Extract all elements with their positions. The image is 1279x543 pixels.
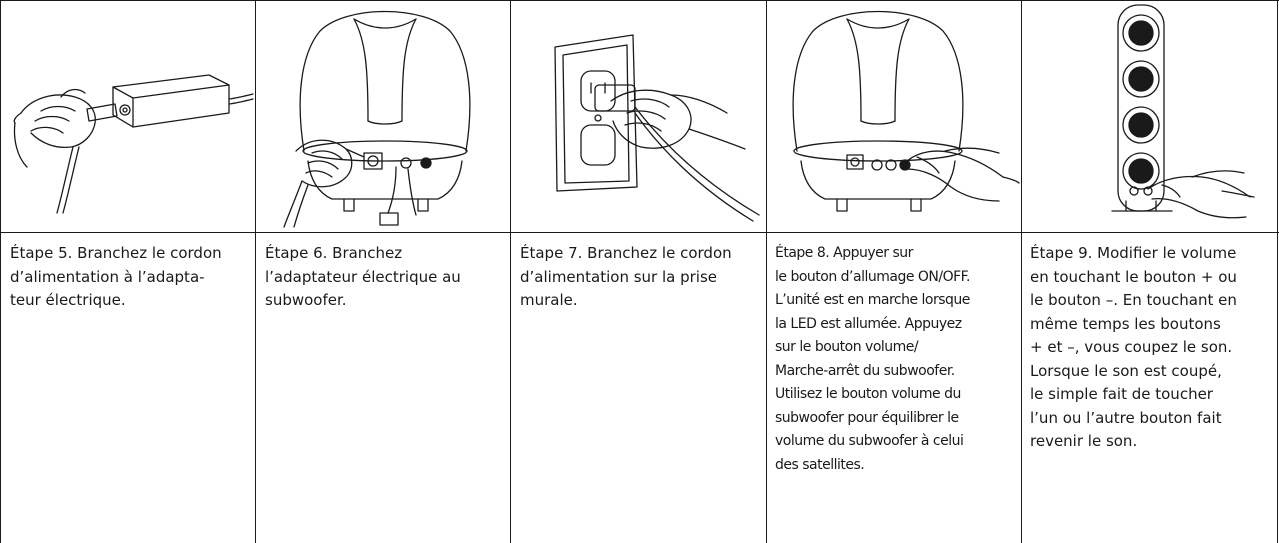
step-9-illustration xyxy=(1022,1,1277,232)
step-5-illustration xyxy=(1,1,255,232)
step-7-caption: Étape 7. Branchez le cordon d’alimentati… xyxy=(520,244,732,309)
step-6-caption: Étape 6. Branchez l’adaptateur électriqu… xyxy=(265,244,461,309)
table-border-left xyxy=(0,0,1,543)
step-8-illustration xyxy=(767,1,1021,232)
column-divider xyxy=(510,0,511,543)
step-7-illustration xyxy=(511,1,766,232)
step-5-caption: Étape 5. Branchez le cordon d’alimentati… xyxy=(10,244,222,309)
step-8-caption: Étape 8. Appuyer sur le bouton d’allumag… xyxy=(775,245,970,473)
column-divider xyxy=(255,0,256,543)
column-divider xyxy=(766,0,767,543)
step-9-caption: Étape 9. Modifier le volume en touchant … xyxy=(1030,244,1237,450)
table-border-right xyxy=(1277,0,1278,543)
table-border-top xyxy=(0,0,1279,1)
row-divider xyxy=(0,232,1279,233)
step-6-illustration xyxy=(256,1,510,232)
column-divider xyxy=(1021,0,1022,543)
